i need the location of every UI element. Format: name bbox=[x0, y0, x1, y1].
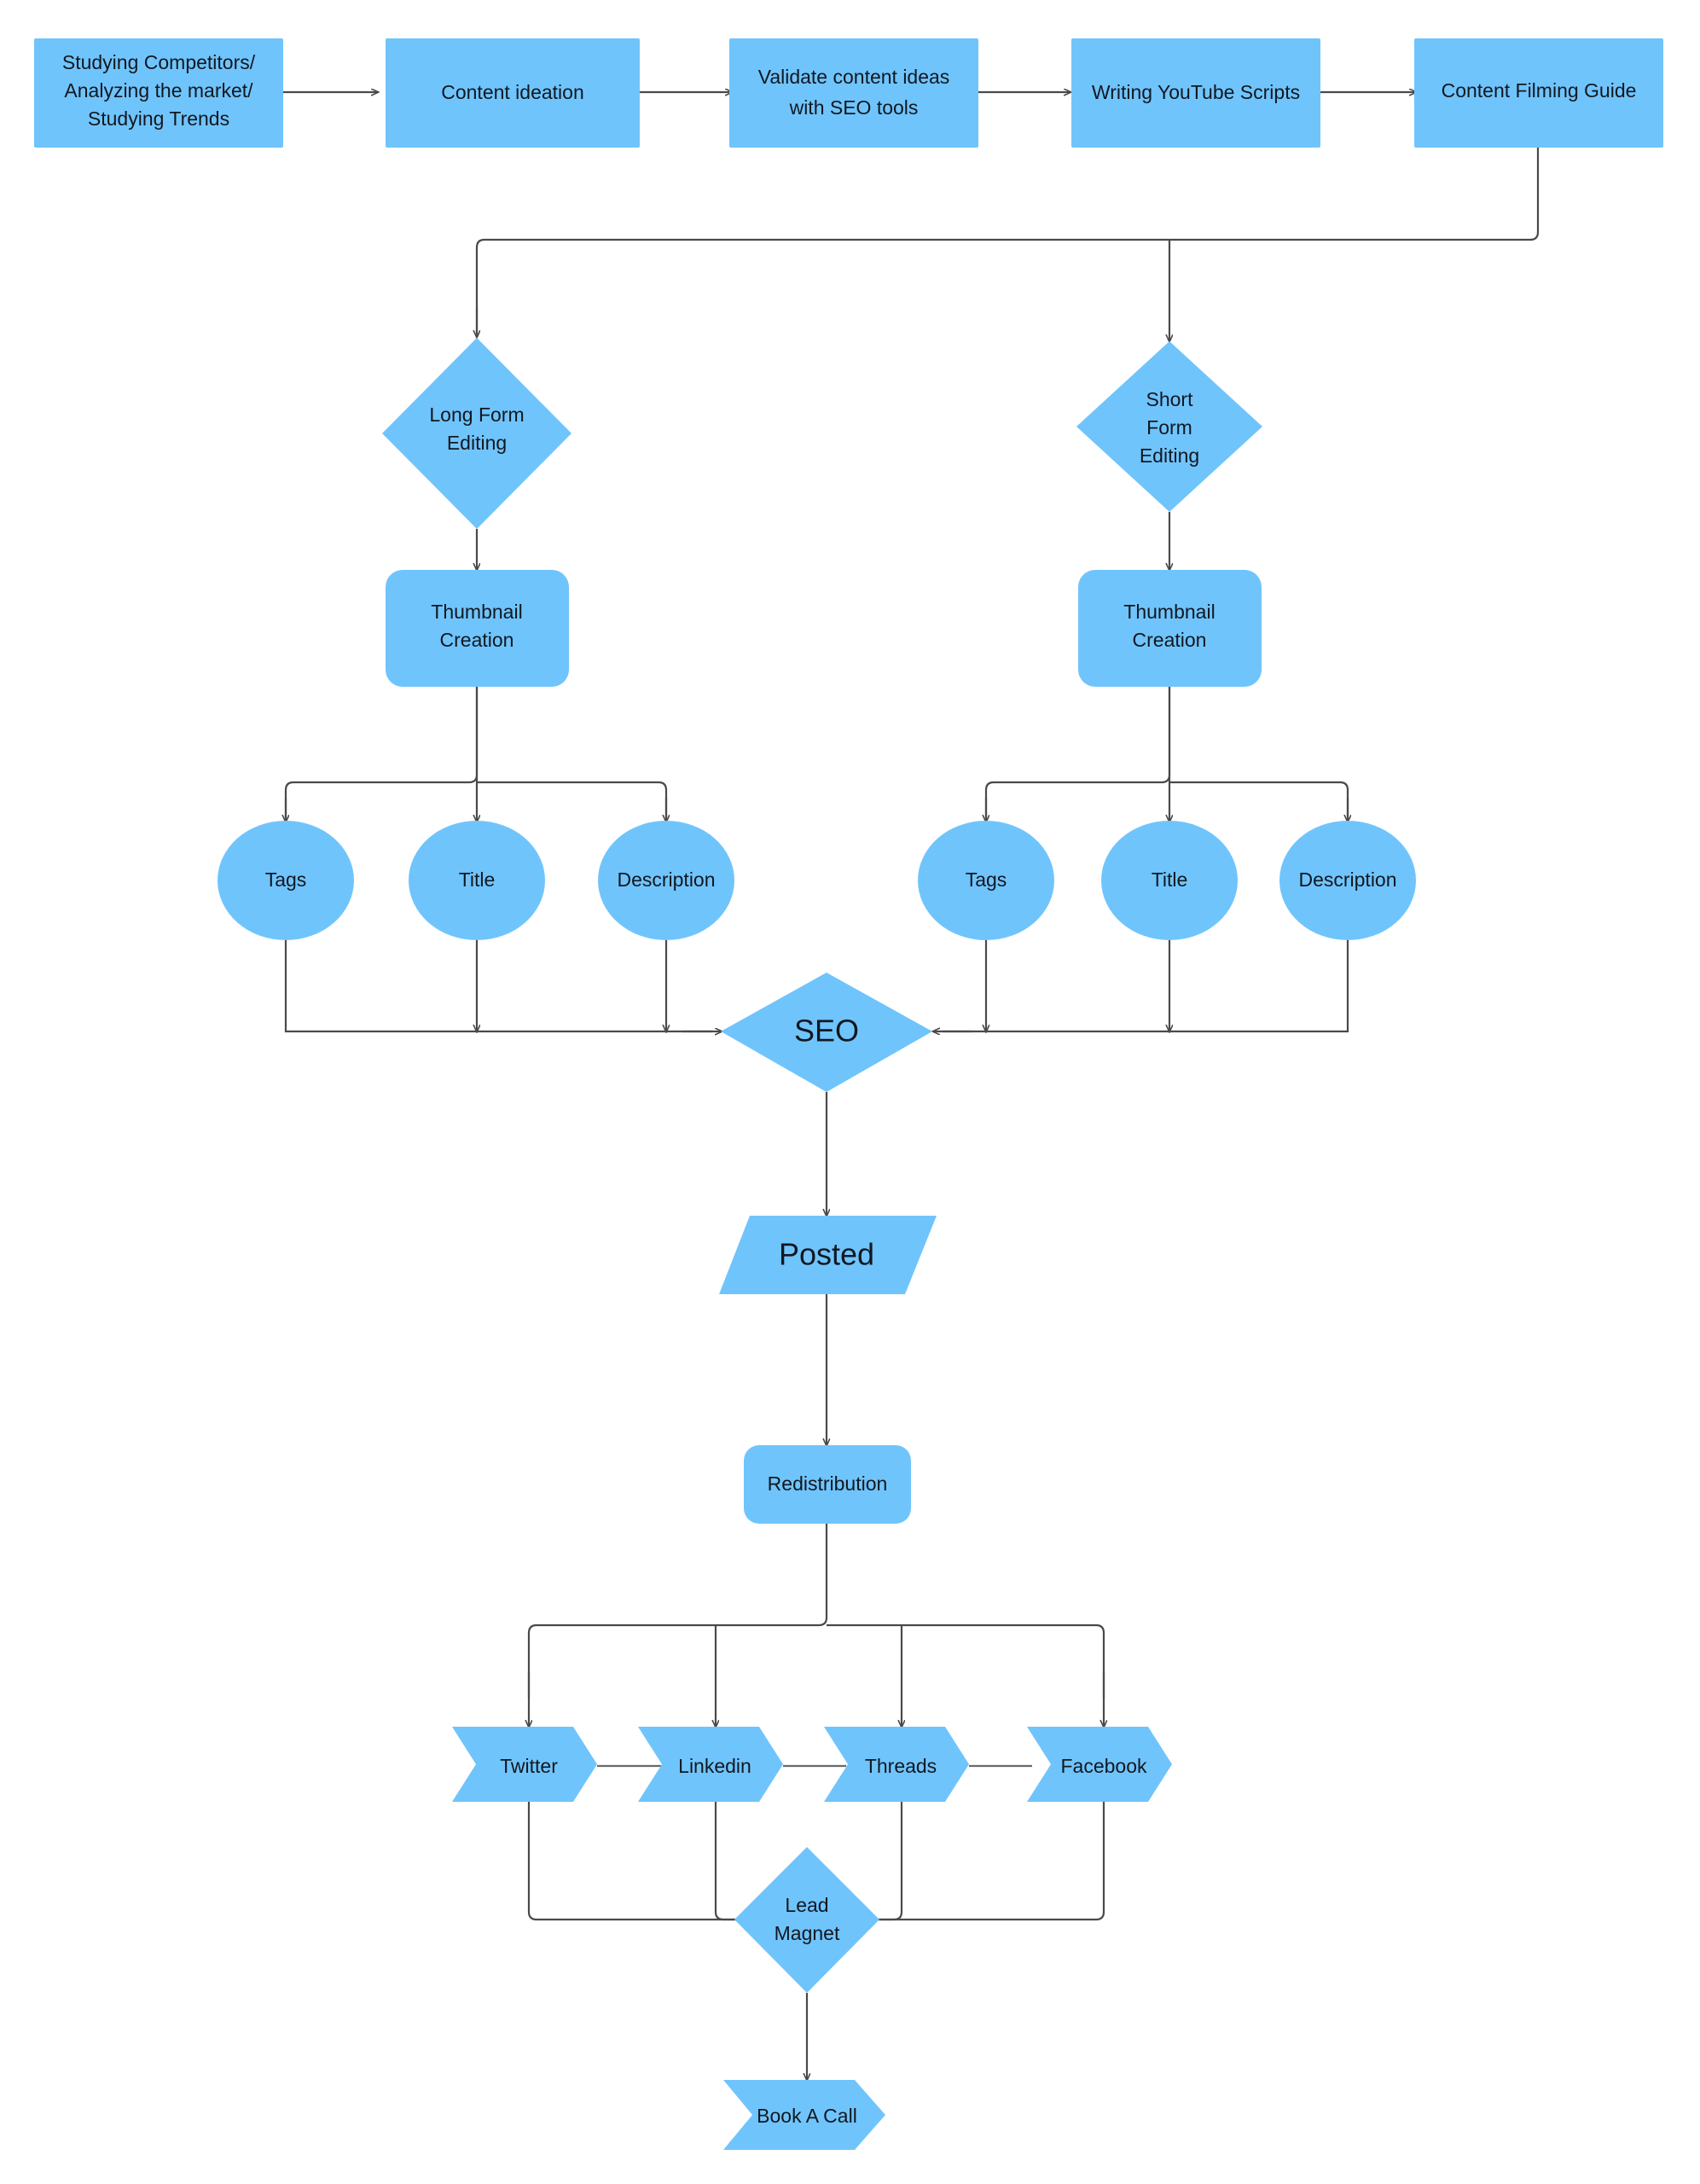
node-thumbnail-creation-right[interactable]: Thumbnail Creation bbox=[1078, 570, 1262, 687]
edge-thumbnail-left-bus-right bbox=[477, 781, 668, 819]
edge-facebook-to-leadmagnet bbox=[879, 1802, 1105, 1921]
node-content-filming-guide[interactable]: Content Filming Guide bbox=[1414, 38, 1663, 148]
node-twitter[interactable]: Twitter bbox=[452, 1727, 597, 1802]
node-long-form-editing[interactable]: Long Form Editing bbox=[382, 338, 572, 529]
node-redistribution[interactable]: Redistribution bbox=[744, 1445, 911, 1524]
edge-thumbnail-right-bus bbox=[984, 687, 1171, 819]
node-threads[interactable]: Threads bbox=[824, 1727, 969, 1802]
node-thumbnail-creation-left[interactable]: Thumbnail Creation bbox=[386, 570, 569, 687]
edge-thumbnail-right-bus-right bbox=[1169, 781, 1349, 819]
edge-linkedin-to-leadmagnet bbox=[714, 1802, 735, 1921]
node-lead-magnet[interactable]: Lead Magnet bbox=[734, 1847, 879, 1993]
node-tags-right[interactable]: Tags bbox=[918, 821, 1054, 940]
node-validate-content-ideas[interactable]: Validate content ideas with SEO tools bbox=[729, 38, 978, 148]
edge-description-right-to-seo bbox=[943, 940, 1349, 1033]
node-description-right[interactable]: Description bbox=[1279, 821, 1416, 940]
node-short-form-editing[interactable]: Short Form Editing bbox=[1076, 341, 1262, 512]
node-posted[interactable]: Posted bbox=[719, 1216, 937, 1294]
node-seo[interactable]: SEO bbox=[721, 973, 932, 1092]
edge-redistribution-bus bbox=[527, 1523, 828, 1698]
node-linkedin[interactable]: Linkedin bbox=[638, 1727, 783, 1802]
edge-thumbnail-left-bus bbox=[284, 687, 479, 819]
edge-threads-to-leadmagnet bbox=[879, 1802, 903, 1921]
node-book-a-call[interactable]: Book A Call bbox=[723, 2080, 885, 2150]
edge-tags-left-to-seo bbox=[284, 940, 712, 1033]
edge-twitter-to-leadmagnet bbox=[527, 1802, 735, 1921]
node-writing-youtube-scripts[interactable]: Writing YouTube Scripts bbox=[1071, 38, 1320, 148]
node-content-ideation[interactable]: Content ideation bbox=[386, 38, 640, 148]
edge-redistribution-bus-right bbox=[827, 1623, 1105, 1698]
edge-filming-to-bus bbox=[475, 145, 1540, 334]
node-facebook[interactable]: Facebook bbox=[1027, 1727, 1172, 1802]
node-studying-competitors[interactable]: Studying Competitors/ Analyzing the mark… bbox=[34, 38, 283, 148]
node-title-left[interactable]: Title bbox=[409, 821, 545, 940]
node-tags-left[interactable]: Tags bbox=[218, 821, 354, 940]
node-description-left[interactable]: Description bbox=[598, 821, 734, 940]
connector-layer bbox=[283, 92, 1540, 2080]
node-title-right[interactable]: Title bbox=[1101, 821, 1238, 940]
